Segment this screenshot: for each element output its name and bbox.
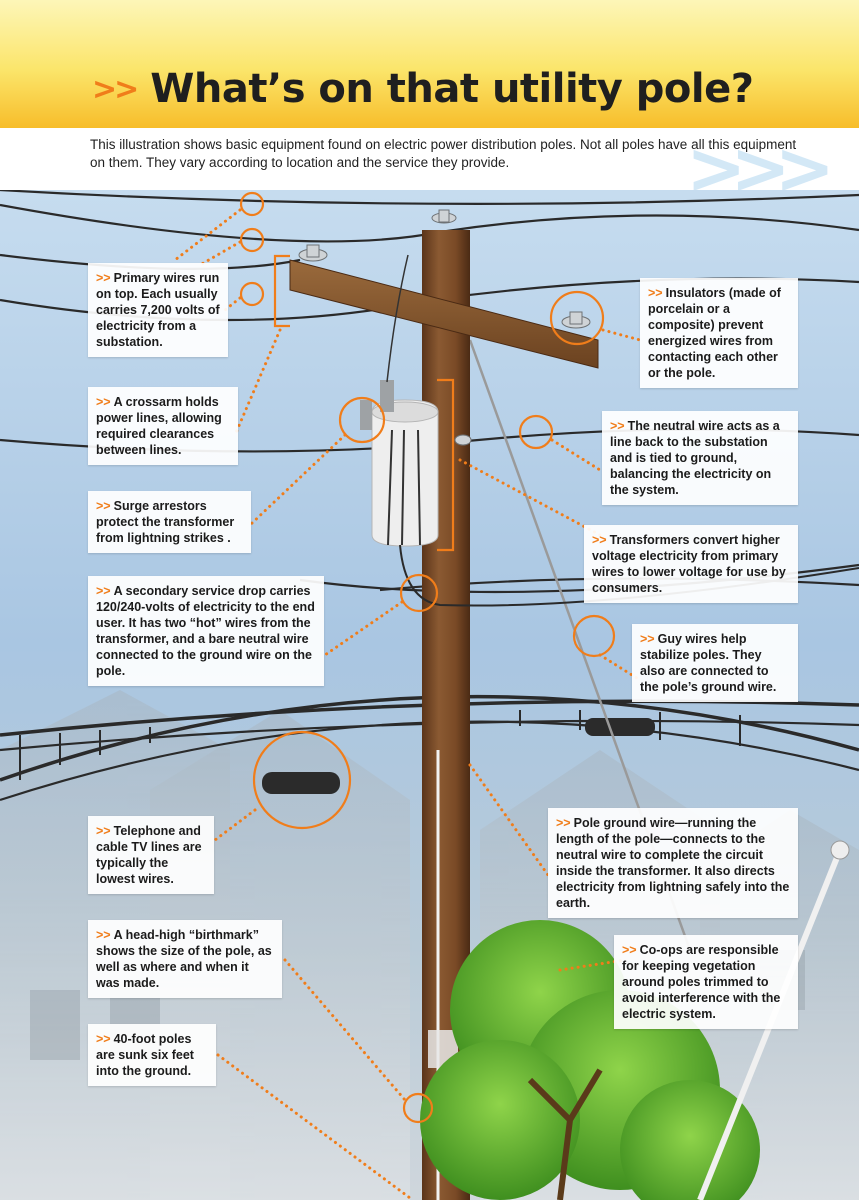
cable-spacers	[19, 710, 741, 780]
callout-neutral-wire: >>The neutral wire acts as a line back t…	[602, 411, 798, 505]
callout-marker: >>	[610, 419, 625, 433]
callout-crossarm-text: A crossarm holds power lines, allowing r…	[96, 395, 222, 457]
callout-marker: >>	[96, 271, 111, 285]
callout-marker: >>	[648, 286, 663, 300]
callout-insulators-text: Insulators (made of porcelain or a compo…	[648, 286, 781, 380]
telephone-splice-case	[262, 772, 340, 794]
callout-crossarm: >>A crossarm holds power lines, allowing…	[88, 387, 238, 465]
callout-marker: >>	[622, 943, 637, 957]
callout-marker: >>	[592, 533, 607, 547]
callout-ground-wire-text: Pole ground wire—running the length of t…	[556, 816, 790, 910]
callout-birthmark: >>A head-high “birthmark” shows the size…	[88, 920, 282, 998]
callout-telephone-text: Telephone and cable TV lines are typical…	[96, 824, 202, 886]
callout-primary-wires: >>Primary wires run on top. Each usually…	[88, 263, 228, 357]
callout-forty-foot-text: 40-foot poles are sunk six feet into the…	[96, 1032, 194, 1078]
callout-marker: >>	[96, 395, 111, 409]
callout-secondary-drop: >>A secondary service drop carries 120/2…	[88, 576, 324, 686]
title-arrows: >>	[92, 71, 139, 107]
crossarm	[289, 259, 599, 369]
callout-guy-wires-text: Guy wires help stabilize poles. They als…	[640, 632, 777, 694]
callout-coops: >>Co-ops are responsible for keeping veg…	[614, 935, 798, 1029]
callout-marker: >>	[96, 1032, 111, 1046]
callout-guy-wires: >>Guy wires help stabilize poles. They a…	[632, 624, 798, 702]
page-title: What’s on that utility pole?	[150, 66, 754, 112]
intro-text: This illustration shows basic equipment …	[90, 137, 797, 170]
callout-telephone: >>Telephone and cable TV lines are typic…	[88, 816, 214, 894]
callout-secondary-drop-text: A secondary service drop carries 120/240…	[96, 584, 315, 678]
callout-surge-arrestors-text: Surge arrestors protect the transformer …	[96, 499, 235, 545]
callout-brackets	[273, 254, 455, 552]
callout-primary-wires-text: Primary wires run on top. Each usually c…	[96, 271, 220, 349]
callout-transformers-text: Transformers convert higher voltage elec…	[592, 533, 786, 595]
leader-lines	[173, 208, 642, 1200]
callout-marker: >>	[640, 632, 655, 646]
callout-surge-arrestors: >>Surge arrestors protect the transforme…	[88, 491, 251, 553]
callout-birthmark-text: A head-high “birthmark” shows the size o…	[96, 928, 272, 990]
splice-case-right	[585, 718, 655, 736]
callout-ground-wire: >>Pole ground wire—running the length of…	[548, 808, 798, 918]
insulators	[298, 209, 591, 446]
intro-band	[0, 128, 859, 190]
callout-coops-text: Co-ops are responsible for keeping veget…	[622, 943, 781, 1021]
callout-marker: >>	[96, 928, 111, 942]
callout-transformers: >>Transformers convert higher voltage el…	[584, 525, 798, 603]
title-row: >> What’s on that utility pole?	[92, 66, 754, 112]
callout-forty-foot: >>40-foot poles are sunk six feet into t…	[88, 1024, 216, 1086]
callout-neutral-wire-text: The neutral wire acts as a line back to …	[610, 419, 780, 497]
callout-marker: >>	[96, 584, 111, 598]
callout-marker: >>	[96, 824, 111, 838]
callout-marker: >>	[96, 499, 111, 513]
header-band	[0, 0, 859, 128]
highlight-circles	[239, 191, 616, 1124]
callout-marker: >>	[556, 816, 571, 830]
callout-insulators: >>Insulators (made of porcelain or a com…	[640, 278, 798, 388]
transformer	[360, 254, 439, 547]
